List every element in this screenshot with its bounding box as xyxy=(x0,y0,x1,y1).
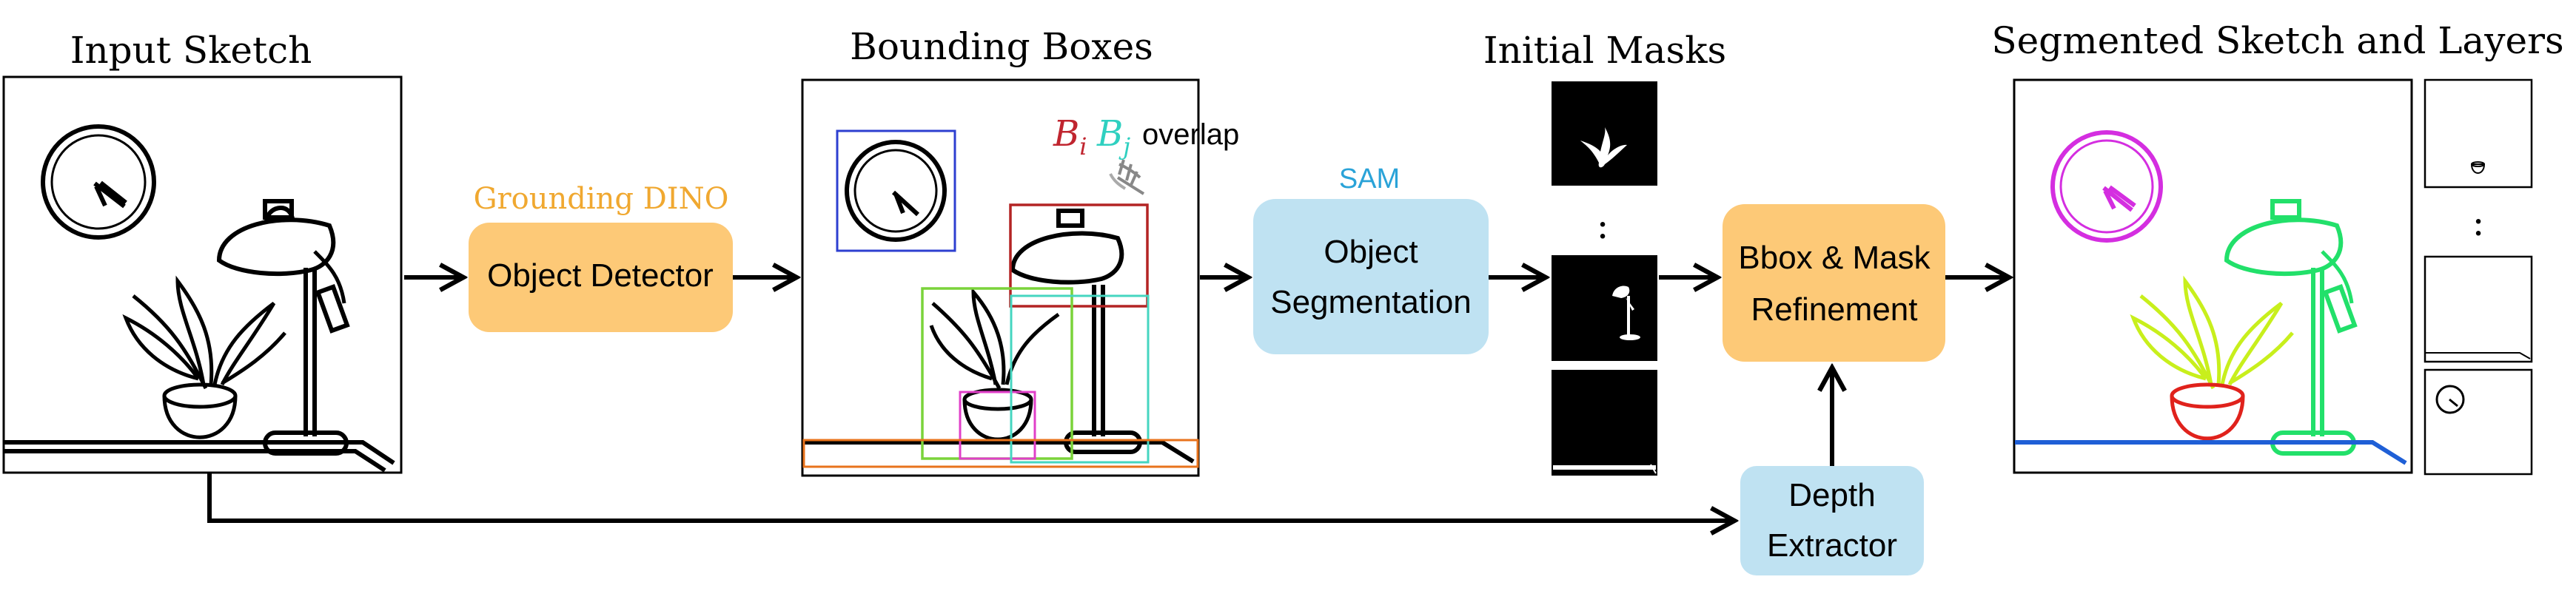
refinement-label: Refinement xyxy=(1751,291,1917,328)
sketch-clock xyxy=(41,124,156,240)
extractor-label: Extractor xyxy=(1767,527,1897,564)
bbox-table xyxy=(802,439,1199,468)
mask-tile-table xyxy=(1552,370,1657,476)
overlap-cutout-icon xyxy=(1109,159,1145,195)
bbox-sketch-lamp xyxy=(1010,209,1142,454)
object-label: Object xyxy=(1324,234,1418,270)
bounding-boxes-panel xyxy=(801,78,1200,477)
header-bounding-boxes: Bounding Boxes xyxy=(850,25,1153,68)
bbox-sketch-plant xyxy=(929,287,1060,390)
mask-tile-plant xyxy=(1552,81,1657,186)
header-segmented-sketch: Segmented Sketch and Layers xyxy=(1991,19,2563,62)
object-detector-label: Object Detector xyxy=(487,257,714,294)
seg-lamp xyxy=(2224,199,2358,456)
overlap-annotation: Bi Bj overlap xyxy=(1053,113,1239,195)
mask-tile-lamp xyxy=(1552,255,1657,361)
object-segmentation-module: SAM Object Segmentation xyxy=(1253,163,1489,354)
bbox-lamp-base xyxy=(1010,294,1150,464)
header-initial-masks: Initial Masks xyxy=(1483,29,1726,72)
bbox-sketch-clock xyxy=(845,140,947,242)
sketch-plant xyxy=(122,275,286,390)
layer-thumb-clock xyxy=(2424,368,2533,476)
sam-label: SAM xyxy=(1339,163,1400,195)
layer-thumbnails: : xyxy=(2424,78,2533,476)
arrow-sketch-to-depth xyxy=(207,473,1734,521)
bbox-mask-label: Bbox & Mask xyxy=(1738,240,1931,276)
grounding-dino-label: Grounding DINO xyxy=(474,182,729,216)
input-sketch-panel xyxy=(2,75,403,474)
seg-plant xyxy=(2130,275,2294,390)
bbox-clock xyxy=(836,129,956,252)
sketch-pot xyxy=(162,382,238,439)
sketch-table-edge xyxy=(4,440,395,473)
depth-label: Depth xyxy=(1788,477,1875,513)
seg-pot xyxy=(2170,382,2245,441)
segmentation-label: Segmentation xyxy=(1270,284,1472,320)
initial-masks-column: : xyxy=(1552,81,1657,476)
seg-table-edge xyxy=(2015,440,2407,465)
header-input-sketch: Input Sketch xyxy=(70,29,312,72)
segmented-sketch-panel xyxy=(2013,78,2413,474)
layers-ellipsis: : xyxy=(2472,201,2485,244)
overlap-label: overlap xyxy=(1142,118,1239,151)
bi-letter: B xyxy=(1053,113,1079,155)
flow-arrows xyxy=(207,277,2009,521)
svg-text:Bi: Bi xyxy=(1053,113,1087,161)
bi-subscript: i xyxy=(1079,132,1087,161)
bbox-mask-refinement-module: Bbox & Mask Refinement xyxy=(1723,204,1945,362)
layer-thumb-table xyxy=(2424,255,2533,363)
bbox-pot xyxy=(959,391,1036,460)
depth-extractor-module: Depth Extractor xyxy=(1740,466,1924,575)
object-detector-module: Grounding DINO Object Detector xyxy=(469,182,733,332)
layer-thumb-pot xyxy=(2424,78,2533,189)
bj-letter: B xyxy=(1096,113,1123,155)
masks-ellipsis: : xyxy=(1597,204,1609,247)
seg-clock xyxy=(2050,130,2163,243)
bbox-lamp xyxy=(1009,203,1149,308)
svg-text:Bj: Bj xyxy=(1096,113,1130,161)
